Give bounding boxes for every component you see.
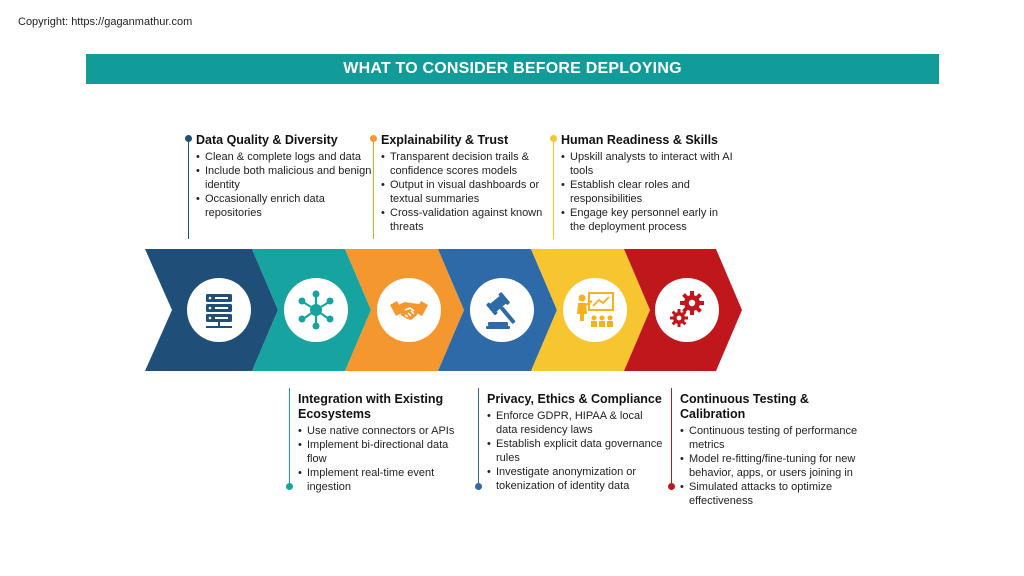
step-block-human-readiness: Human Readiness & Skills Upskill analyst… — [561, 133, 736, 234]
step-title: Explainability & Trust — [381, 133, 509, 147]
step-title: Continuous Testing & Calibration — [680, 392, 809, 421]
list-item: Simulated attacks to optimize effectiven… — [680, 480, 875, 508]
step-block-testing: Continuous Testing & Calibration Continu… — [680, 392, 875, 508]
step-title: Human Readiness & Skills — [561, 133, 719, 147]
connector-line-3 — [373, 142, 374, 239]
list-item: Use native connectors or APIs — [298, 424, 468, 438]
network-hub-icon — [284, 278, 348, 342]
copyright-text: Copyright: https://gaganmathur.com — [18, 16, 193, 28]
connector-line-4 — [478, 388, 479, 484]
connector-dot-6 — [668, 483, 675, 490]
page-title-banner: WHAT TO CONSIDER BEFORE DEPLOYING — [86, 54, 939, 84]
list-item: Investigate anonymization or tokenizatio… — [487, 465, 665, 493]
connector-dot-1 — [185, 135, 192, 142]
connector-line-6 — [671, 388, 672, 484]
list-item: Cross-validation against known threats — [381, 206, 551, 234]
list-item: Output in visual dashboards or textual s… — [381, 178, 551, 206]
step-block-privacy: Privacy, Ethics & Compliance Enforce GDP… — [487, 392, 665, 493]
connector-dot-5 — [550, 135, 557, 142]
connector-dot-2 — [286, 483, 293, 490]
list-item: Enforce GDPR, HIPAA & local data residen… — [487, 409, 665, 437]
step-block-explainability: Explainability & Trust Transparent decis… — [381, 133, 551, 234]
step-block-integration: Integration with Existing Ecosystems Use… — [298, 392, 468, 494]
connector-line-5 — [553, 142, 554, 239]
server-icon — [187, 278, 251, 342]
connector-dot-3 — [370, 135, 377, 142]
list-item: Establish explicit data governance rules — [487, 437, 665, 465]
list-item: Transparent decision trails & confidence… — [381, 150, 551, 178]
gears-icon — [655, 278, 719, 342]
connector-line-1 — [188, 142, 189, 239]
handshake-icon — [377, 278, 441, 342]
list-item: Model re-fitting/fine-tuning for new beh… — [680, 452, 875, 480]
gavel-icon — [470, 278, 534, 342]
connector-dot-4 — [475, 483, 482, 490]
list-item: Clean & complete logs and data — [196, 150, 376, 164]
step-title: Privacy, Ethics & Compliance — [487, 392, 662, 406]
step-block-data-quality: Data Quality & Diversity Clean & complet… — [196, 133, 376, 220]
list-item: Include both malicious and benign identi… — [196, 164, 376, 192]
step-title: Integration with Existing Ecosystems — [298, 392, 444, 421]
list-item: Implement bi-directional data flow — [298, 438, 468, 466]
list-item: Establish clear roles and responsibiliti… — [561, 178, 736, 206]
step-title: Data Quality & Diversity — [196, 133, 338, 147]
connector-line-2 — [289, 388, 290, 484]
list-item: Occasionally enrich data repositories — [196, 192, 376, 220]
presentation-training-icon — [563, 278, 627, 342]
list-item: Continuous testing of performance metric… — [680, 424, 875, 452]
list-item: Implement real-time event ingestion — [298, 466, 468, 494]
list-item: Upskill analysts to interact with AI too… — [561, 150, 736, 178]
list-item: Engage key personnel early in the deploy… — [561, 206, 736, 234]
